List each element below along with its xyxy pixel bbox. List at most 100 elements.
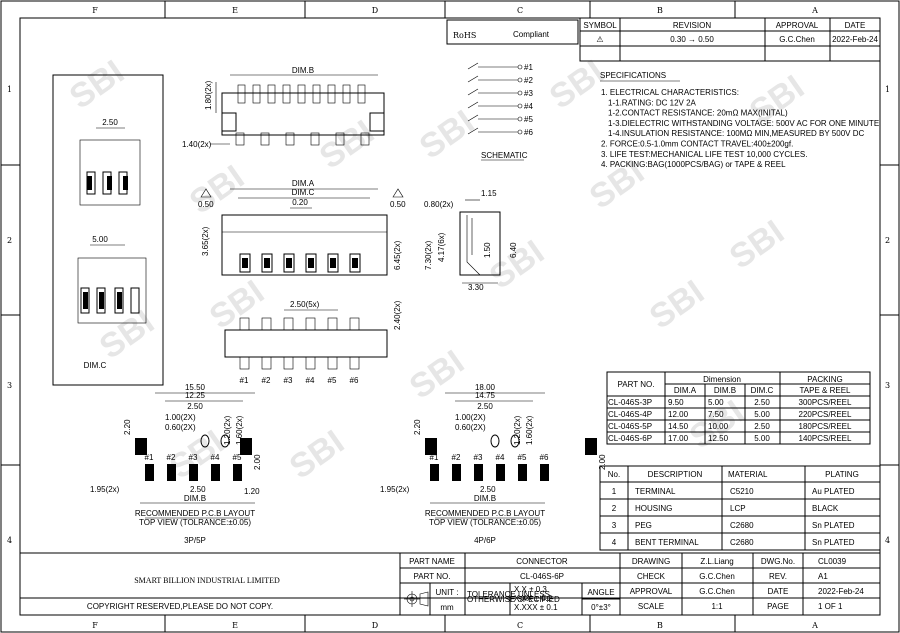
- shape: [327, 253, 339, 273]
- shape: [261, 317, 272, 331]
- watermark-text: SBI: [183, 158, 251, 222]
- dimension-label: 0.60(2X): [165, 423, 196, 432]
- shape: [312, 84, 321, 104]
- dimension-label: CONNECTOR: [516, 557, 568, 566]
- dim-c-label: DIM.C: [292, 188, 315, 197]
- dimension-label: 1 OF 1: [818, 602, 843, 611]
- dimension-label: DWG.No.: [761, 557, 795, 566]
- dimension-label: 4P/6P: [474, 536, 496, 545]
- materials-header: PLATING: [825, 470, 859, 479]
- front-view-body: [221, 214, 388, 276]
- dimension-label: 0.80(2x): [424, 200, 454, 209]
- shape: [327, 356, 338, 370]
- grid-column-marker: F: [92, 6, 98, 15]
- materials-cell: HOUSING: [635, 504, 672, 513]
- parts-cell: CL-046S-3P: [608, 398, 652, 407]
- pin-label: #6: [350, 376, 359, 385]
- shape: [96, 287, 106, 314]
- shape: [77, 257, 147, 324]
- shape: [579, 17, 881, 62]
- dimension-label: UNIT :: [436, 588, 459, 597]
- dimension-label: 7.30(2x): [424, 240, 433, 270]
- dimension-label: 1.20(2x): [513, 415, 522, 445]
- shape: [80, 287, 90, 314]
- dimension-label: TOP VIEW (TOLRANCE:±0.05): [139, 518, 251, 527]
- spec-line: 2. FORCE:0.5-1.0mm CONTACT TRAVEL:400±20…: [601, 140, 793, 149]
- dimension-label: Dimension: [703, 375, 741, 384]
- grid-column-marker: F: [92, 621, 98, 630]
- pin-label: #5: [518, 453, 527, 462]
- revision-header: SYMBOL: [583, 21, 617, 30]
- dimension-label: 12.25: [185, 391, 206, 400]
- pin-label: #2: [452, 453, 461, 462]
- copyright-text: COPYRIGHT RESERVED,PLEASE DO NOT COPY.: [87, 602, 273, 611]
- pin-label: #2: [167, 453, 176, 462]
- spec-line: 4. PACKING:BAG(1000PCS/BAG) or TAPE & RE…: [601, 160, 786, 169]
- dimension-label: 3.65(2x): [201, 226, 210, 256]
- dimension-label: 2.00: [598, 454, 607, 470]
- parts-cell: CL-046S-4P: [608, 410, 652, 419]
- dimension-label: PART NO.: [618, 380, 655, 389]
- shape: [261, 356, 272, 370]
- dimension-label: 2.20: [413, 419, 422, 435]
- watermark-text: SBI: [543, 53, 611, 117]
- dimension-label: RECOMMENDED P.C.B LAYOUT: [135, 509, 255, 518]
- materials-cell: Sn PLATED: [812, 538, 855, 547]
- shape: [267, 84, 276, 104]
- grid-row-marker: 3: [7, 381, 12, 390]
- rohs-badge: [446, 19, 579, 45]
- shape: [369, 112, 385, 132]
- dimension-label: DIM.C: [751, 386, 774, 395]
- shape: [130, 287, 140, 314]
- dimension-label: OTHERWISE SPECIFIED: [467, 595, 560, 604]
- dimension-label: DATE: [768, 587, 789, 596]
- spec-line: 1-3.DIELECTRIC WITHSTANDING VOLTAGE: 500…: [608, 119, 879, 128]
- grid-row-marker: 1: [7, 85, 12, 94]
- parts-cell: 5.00: [708, 398, 724, 407]
- dimension-label: 2.40(2x): [393, 300, 402, 330]
- shape: [305, 317, 316, 331]
- materials-cell: Sn PLATED: [812, 521, 855, 530]
- dimension-label: 2.50: [480, 485, 496, 494]
- shape: [239, 356, 250, 370]
- dimension-label: 1:1: [711, 602, 723, 611]
- grid-row-marker: 2: [885, 236, 890, 245]
- shape: [310, 132, 320, 146]
- materials-cell: 3: [612, 521, 617, 530]
- shape: [283, 356, 294, 370]
- dimension-label: G.C.Chen: [699, 587, 735, 596]
- materials-header: MATERIAL: [728, 470, 768, 479]
- dimension-label: 14.75: [475, 391, 496, 400]
- shape: [285, 132, 295, 146]
- shape: [252, 84, 261, 104]
- shape: [342, 84, 351, 104]
- materials-cell: Au PLATED: [812, 487, 855, 496]
- dimension-label: PACKING: [807, 375, 842, 384]
- materials-cell: 4: [612, 538, 617, 547]
- dimension-label: DIM.B: [184, 494, 206, 503]
- grid-column-marker: A: [811, 6, 818, 15]
- parts-cell: 2.50: [754, 422, 770, 431]
- dimension-label: 2.50: [190, 485, 206, 494]
- pin-label: #3: [474, 453, 483, 462]
- pin-label: #1: [430, 453, 439, 462]
- dimension-label: 1.00(2X): [455, 413, 486, 422]
- materials-cell: TERMINAL: [635, 487, 676, 496]
- materials-cell: C2680: [730, 538, 754, 547]
- parts-cell: 5.00: [754, 434, 770, 443]
- watermark-text: SBI: [313, 113, 381, 177]
- watermark-text: SBI: [723, 213, 791, 277]
- grid-column-marker: D: [372, 6, 378, 15]
- dim-c-view: [52, 74, 164, 386]
- grid-row-marker: 3: [885, 381, 890, 390]
- grid-row-marker: 2: [7, 236, 12, 245]
- dimension-label: APPROVAL: [630, 587, 673, 596]
- parts-cell: CL-046S-6P: [608, 434, 652, 443]
- spec-line: 1. ELECTRICAL CHARACTERISTICS:: [601, 88, 739, 97]
- grid-column-marker: C: [517, 621, 523, 630]
- schematic-pin-label: #1: [524, 63, 533, 72]
- parts-cell: 300PCS/REEL: [799, 398, 852, 407]
